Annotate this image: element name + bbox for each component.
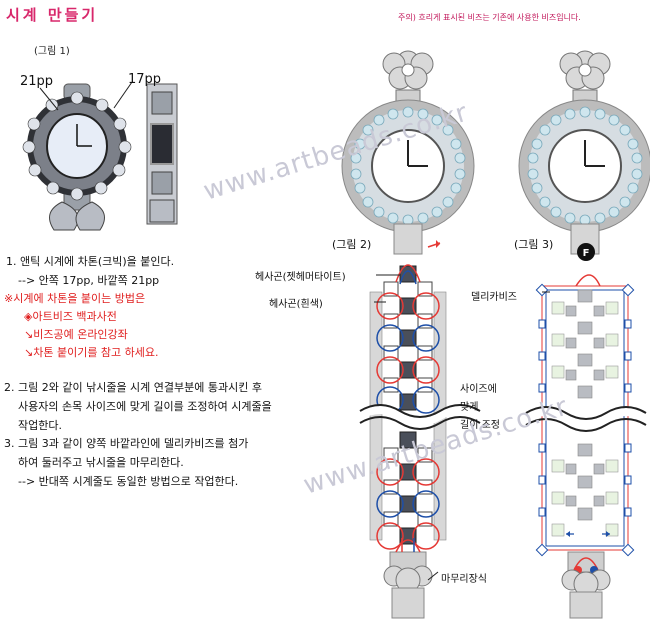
figure2-caption: (그림 2) [332, 238, 372, 251]
figure1-caption: (그림 1) [34, 46, 70, 57]
watch-photo [4, 62, 192, 232]
step2-line2: 사용자의 손목 사이즈에 맞게 길이를 조정하여 시계줄을 [18, 400, 272, 413]
figure3-start-marker: F [583, 248, 590, 259]
step3-line2: 하여 둘러주고 낚시줄을 마무리한다. [18, 456, 184, 469]
step2-line1: 2. 그림 2와 같이 낚시줄을 시계 연결부분에 통과시킨 후 [4, 381, 262, 394]
step1-line2: --> 안쪽 17pp, 바깥쪽 21pp [18, 274, 160, 287]
page-title: 시계 만들기 [6, 6, 99, 24]
step1-line1: 1. 앤틱 시계에 차톤(크빅)을 붙인다. [6, 255, 175, 268]
label-17pp: 17pp [128, 72, 162, 87]
step3-line3: --> 반대쪽 시계줄도 동일한 방법으로 작업한다. [18, 475, 239, 488]
figure2-band [357, 240, 483, 619]
label-delica-beads: 델리카비즈 [470, 288, 518, 303]
label-finish-ornament: 마무리장식 [440, 570, 488, 585]
step1-red-note: ※시계에 차톤을 붙이는 방법은 [4, 292, 146, 305]
figure3-watch-head [518, 50, 650, 255]
online-course-link[interactable]: ↘비즈공예 온라인강좌 [24, 328, 128, 341]
step2-line3: 작업한다. [18, 419, 62, 432]
label-size-adjust-1: 사이즈에 [460, 384, 497, 395]
chaton-guide-link[interactable]: ↘차톤 붙이기를 참고 하세요. [24, 346, 159, 359]
artbeads-encyclopedia-link[interactable]: ◈아트비즈 백과사전 [24, 310, 117, 323]
figure3-band: F [523, 243, 649, 619]
label-jet-hematite: 헤사곤(젯헤머타이트) [254, 268, 347, 283]
figure3-caption: (그림 3) [514, 238, 554, 251]
label-size-adjust-3: 길이 조정 [460, 420, 500, 431]
beading-diagram: F [341, 50, 650, 619]
label-21pp: 21pp [20, 74, 54, 89]
step3-line1: 3. 그림 3과 같이 양쪽 바깥라인에 델리카비즈를 첨가 [4, 437, 249, 450]
note-text: 주의) 흐리게 표시된 비즈는 기존에 사용한 비즈입니다. [398, 13, 581, 22]
label-size-adjust-2: 맞게 [460, 402, 479, 413]
label-white-hexagon: 헤사곤(흰색) [268, 295, 324, 310]
figure2-watch-head [341, 50, 475, 255]
